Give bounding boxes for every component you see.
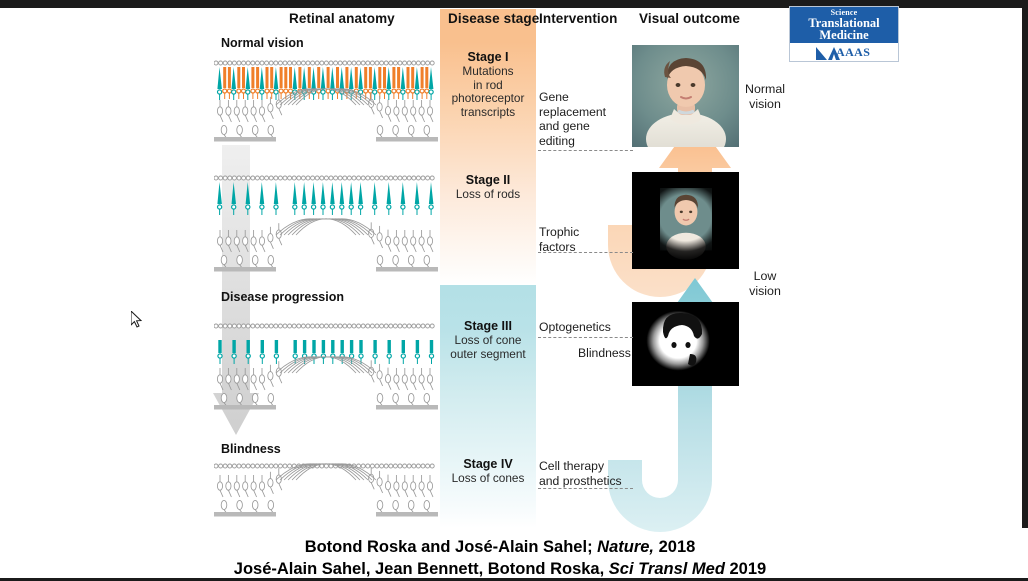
column-header-retinal-anatomy: Retinal anatomy <box>289 11 395 26</box>
letterbox-right-bar <box>1022 8 1028 528</box>
panel-title-disease-progression: Disease progression <box>221 290 344 304</box>
science-translational-medicine-logo: Science Translational Medicine AAAS <box>789 6 899 62</box>
logo-blue-field <box>790 7 898 43</box>
intervention-divider-3 <box>538 337 633 338</box>
letterbox-top-bar <box>0 0 1028 8</box>
retina-diagram-stage-4 <box>213 458 438 525</box>
disease-progression-arrow <box>213 145 259 435</box>
stage-3-name: Stage III <box>464 319 512 333</box>
disease-stage-4: Stage IV Loss of cones <box>440 457 536 486</box>
caption-line-2: José-Alain Sahel, Jean Bennett, Botond R… <box>0 558 1000 580</box>
retina-diagram-stage-2 <box>213 170 438 280</box>
blindness-intervention-label: Blindness <box>578 346 631 360</box>
outcome-image-normal-vision <box>632 45 739 165</box>
letterbox-bottom-bar <box>0 578 1028 581</box>
column-header-disease-stage: Disease stage <box>448 11 540 26</box>
aaas-text: AAAS <box>836 45 871 59</box>
caption-1-authors: Botond Roska and José-Alain Sahel; <box>304 538 598 556</box>
stage-2-name: Stage II <box>465 173 511 187</box>
panel-title-blindness: Blindness <box>221 442 281 456</box>
intervention-divider-1 <box>538 150 633 151</box>
aaas-triangle-icon <box>816 47 840 60</box>
caption-2-authors: José-Alain Sahel, Jean Bennett, Botond R… <box>233 560 609 578</box>
panel-title-normal-vision: Normal vision <box>221 36 304 50</box>
intervention-divider-4 <box>538 488 633 489</box>
disease-stage-2: Stage II Loss of rods <box>440 173 536 202</box>
caption-1-year: 2018 <box>654 538 696 556</box>
disease-stage-column-blue <box>440 285 536 528</box>
stage-4-name: Stage IV <box>463 457 513 471</box>
caption-2-year: 2019 <box>724 560 767 578</box>
logo-translational-text: Translational <box>808 16 880 30</box>
caption-1-journal: Nature, <box>597 538 655 556</box>
logo-medicine-text: Medicine <box>819 28 869 42</box>
stage-1-name: Stage I <box>467 50 509 64</box>
stage-4-desc: Loss of cones <box>451 471 525 485</box>
retina-diagram-stage-3 <box>213 318 438 418</box>
figure-caption: Botond Roska and José-Alain Sahel; Natur… <box>0 536 1000 580</box>
column-header-visual-outcome: Visual outcome <box>639 11 740 26</box>
intervention-optogenetics: Optogenetics <box>539 320 611 334</box>
mouse-cursor <box>130 309 143 328</box>
caption-2-journal: Sci Transl Med <box>608 560 725 578</box>
outcome-image-low-vision <box>632 172 739 269</box>
column-header-intervention: Intervention <box>539 11 618 26</box>
aaas-logo: AAAS <box>790 44 898 61</box>
intervention-divider-2 <box>538 252 633 253</box>
disease-stage-column-orange <box>440 9 536 285</box>
outcome-image-blindness <box>632 302 739 386</box>
retina-diagram-stage-1 <box>213 55 438 150</box>
caption-line-1: Botond Roska and José-Alain Sahel; Natur… <box>0 536 1000 558</box>
stage-2-desc: Loss of rods <box>455 187 521 201</box>
logo-science-text: Science <box>830 8 858 17</box>
